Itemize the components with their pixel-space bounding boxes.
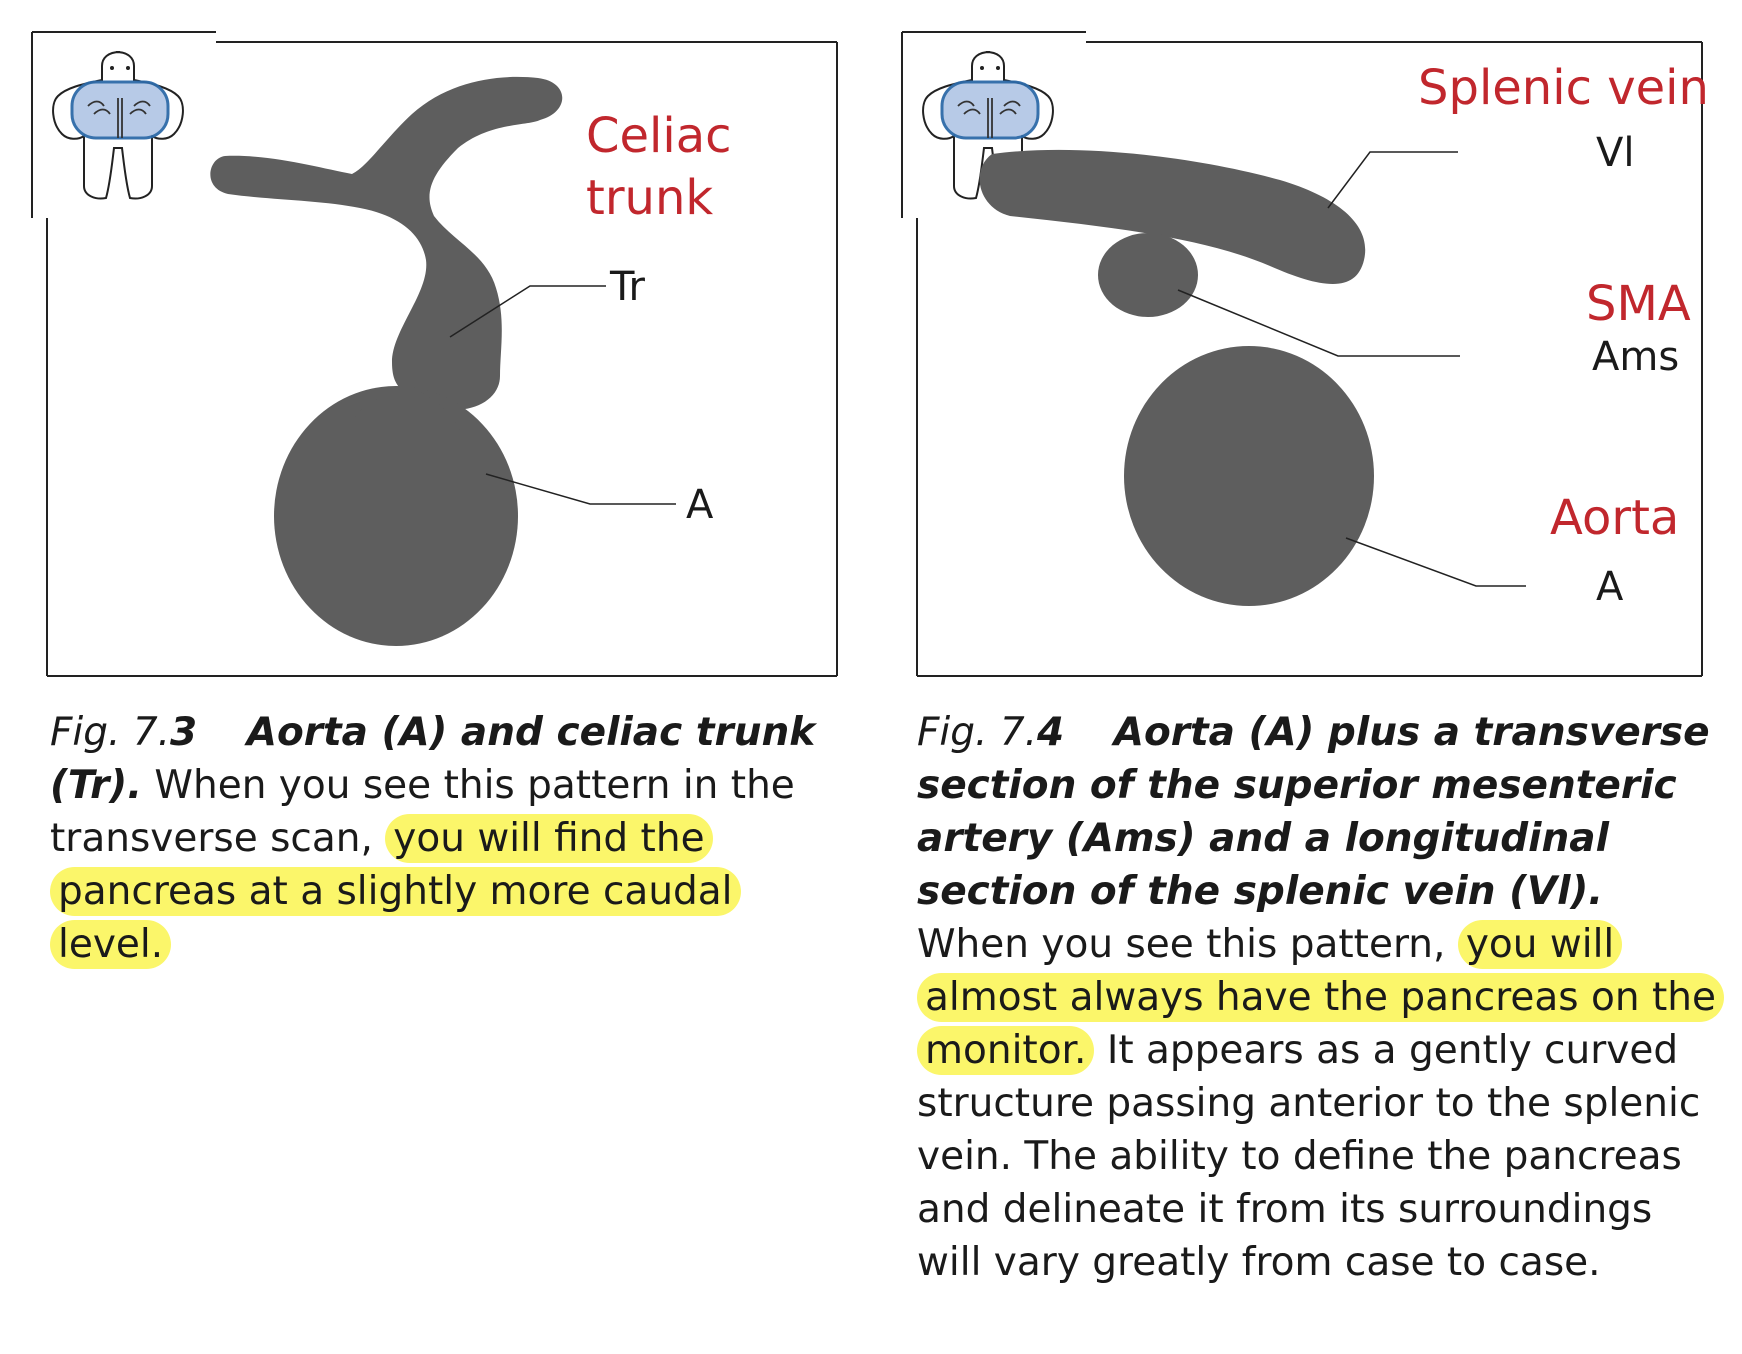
splenic-vein-shape xyxy=(979,149,1366,284)
celiac-trunk-shape xyxy=(210,76,563,410)
caption-fig-7-3: Fig. 7.3 Aorta (A) and celiac trunk (Tr)… xyxy=(50,706,840,971)
aorta-shape xyxy=(1124,346,1374,606)
splenic-vein-heading: Splenic vein xyxy=(1418,60,1709,116)
a-leader-line xyxy=(485,473,676,505)
figure-title: Aorta (A) and celiac trunk (Tr). xyxy=(50,710,816,808)
celiac-heading-line1: Celiac xyxy=(586,108,732,164)
aorta-shape xyxy=(274,386,518,646)
label-vl: Vl xyxy=(1596,130,1634,176)
label-a: A xyxy=(1596,564,1624,610)
aorta-heading: Aorta xyxy=(1550,490,1679,546)
label-a: A xyxy=(686,482,714,528)
figure-number: Fig. 7.3 xyxy=(50,710,198,755)
ams-leader-line xyxy=(1177,289,1460,357)
sma-heading: SMA xyxy=(1586,276,1691,332)
celiac-heading-line2: trunk xyxy=(586,170,713,226)
a-leader-line xyxy=(1345,537,1526,587)
caption-text: When you see this pattern in the trans­v… xyxy=(50,763,795,861)
vl-leader-line xyxy=(1327,151,1458,209)
caption-text: When you see this pattern, xyxy=(917,922,1458,967)
label-tr: Tr xyxy=(609,264,646,310)
figure-sma-splenic-vein: Splenic vein Vl SMA Ams Aorta A xyxy=(900,30,1710,680)
caption-text-end: It appears as a gently curved structure … xyxy=(917,1028,1701,1285)
celiac-trunk-diagram: Celiac trunk Tr A xyxy=(31,31,838,677)
figure-celiac-trunk: Celiac trunk Tr A xyxy=(30,30,860,680)
caption-fig-7-4: Fig. 7.4 Aorta (A) plus a transverse sec… xyxy=(917,706,1724,1289)
figure-number: Fig. 7.4 xyxy=(917,710,1065,755)
tr-leader-line xyxy=(449,285,606,338)
body-scan-position-icon xyxy=(52,51,184,200)
label-ams: Ams xyxy=(1592,334,1679,380)
sma-splenic-diagram: Splenic vein Vl SMA Ams Aorta A xyxy=(901,31,1709,677)
figure-title: Aorta (A) plus a transverse sec­tion of … xyxy=(917,710,1710,914)
sma-shape xyxy=(1098,233,1198,317)
